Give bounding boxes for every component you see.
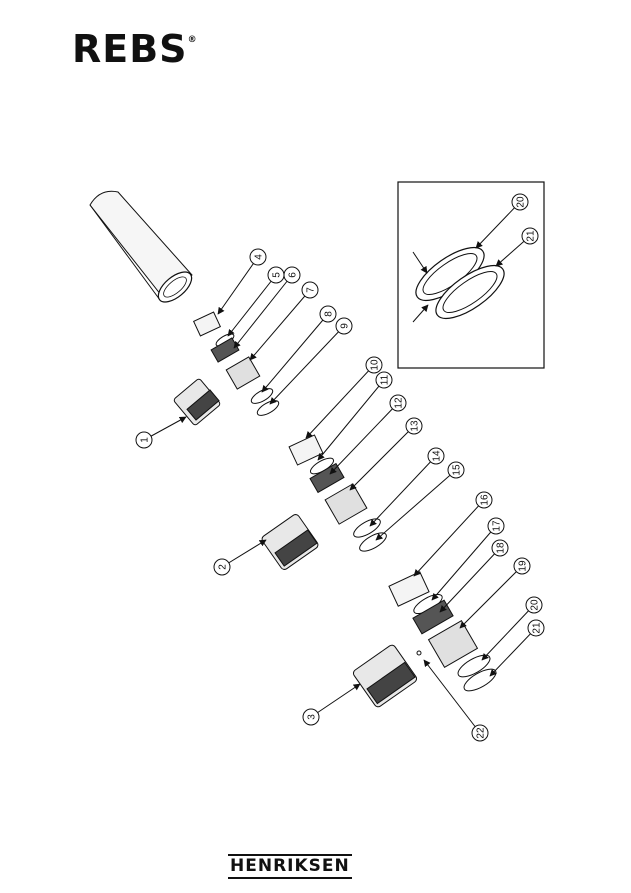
callout-bubble-3 (302, 708, 320, 726)
hose (89, 190, 193, 303)
callout-label-3: 3 (307, 714, 318, 720)
rebs-logo-text: REBS (72, 27, 188, 71)
callout-leader-13 (349, 425, 415, 491)
callout-bubble-12 (389, 394, 407, 412)
callout-bubble-11 (375, 371, 393, 389)
assembly-1-nut (173, 378, 221, 426)
callout-label-5: 5 (272, 272, 283, 278)
callout-leader-22 (423, 659, 481, 734)
callout-label-17: 17 (492, 520, 503, 532)
detail-callout-label-21: 21 (526, 230, 537, 242)
callout-bubble-15 (447, 461, 465, 479)
callout-bubble-13 (405, 417, 423, 435)
detail-box (397, 181, 545, 369)
callout-bubble-1 (135, 431, 153, 449)
detail-callout-leader-20 (475, 201, 521, 249)
callout-label-20: 20 (530, 599, 541, 611)
callout-bubble-9 (335, 317, 353, 335)
callout-leader-7 (249, 289, 311, 361)
callout-leader-5 (227, 274, 277, 337)
callout-leader-2 (221, 539, 267, 568)
callout-label-16: 16 (480, 494, 491, 506)
detail-callout-bubble-21 (521, 227, 539, 245)
callout-label-13: 13 (410, 420, 421, 432)
callout-bubble-18 (491, 539, 509, 557)
callout-leader-3 (310, 683, 361, 718)
callout-leader-8 (261, 313, 329, 393)
callout-label-7: 7 (306, 287, 317, 293)
parts-10-15 (288, 434, 387, 552)
callout-label-22: 22 (476, 727, 487, 739)
detail-callout-label-20: 20 (516, 196, 527, 208)
callout-label-11: 11 (380, 374, 391, 385)
callout-label-8: 8 (324, 311, 335, 317)
callout-bubble-8 (319, 305, 337, 323)
callout-label-14: 14 (432, 450, 443, 462)
callout-bubble-10 (365, 356, 383, 374)
callout-label-6: 6 (288, 272, 299, 278)
callout-bubble-20 (525, 596, 543, 614)
callout-leader-10 (305, 364, 375, 439)
callout-bubble-19 (513, 557, 531, 575)
henriksen-logo: HENRIKSEN (228, 854, 352, 879)
callout-label-1: 1 (140, 437, 151, 443)
callout-leader-19 (459, 565, 523, 629)
callout-label-2: 2 (218, 564, 229, 570)
callout-leader-9 (269, 325, 345, 405)
rebs-logo: REBS® (72, 30, 198, 68)
callout-label-12: 12 (394, 397, 405, 409)
callout-bubble-21 (527, 619, 545, 637)
callout-label-15: 15 (452, 464, 463, 476)
callout-bubble-6 (283, 266, 301, 284)
detail-callout-bubble-20 (511, 193, 529, 211)
parts-16-21 (388, 571, 497, 692)
assembly-3-nut (352, 644, 418, 708)
callout-bubble-4 (249, 248, 267, 266)
callout-label-9: 9 (340, 323, 351, 329)
callout-leader-18 (439, 547, 501, 613)
callout-bubble-16 (475, 491, 493, 509)
callout-leader-15 (375, 469, 457, 541)
callout-label-4: 4 (254, 254, 265, 260)
callout-bubble-17 (487, 517, 505, 535)
callout-leader-11 (317, 379, 385, 461)
callout-label-21: 21 (532, 622, 543, 634)
callout-bubble-7 (301, 281, 319, 299)
callout-leader-20 (481, 604, 535, 661)
callout-label-10: 10 (370, 359, 381, 371)
callout-leader-12 (329, 402, 399, 475)
callout-leader-4 (217, 256, 259, 315)
assembly-2-nut (261, 514, 319, 570)
registered-mark: ® (187, 35, 198, 45)
callout-bubble-22 (471, 724, 489, 742)
callout-bubble-2 (213, 558, 231, 576)
callout-label-19: 19 (518, 560, 529, 572)
callout-leader-16 (413, 499, 485, 577)
callout-leader-21 (489, 627, 537, 677)
callout-leader-6 (233, 274, 293, 349)
callout-leader-14 (369, 455, 437, 527)
callout-leader-17 (431, 525, 497, 601)
callout-bubble-14 (427, 447, 445, 465)
callout-label-18: 18 (496, 542, 507, 554)
